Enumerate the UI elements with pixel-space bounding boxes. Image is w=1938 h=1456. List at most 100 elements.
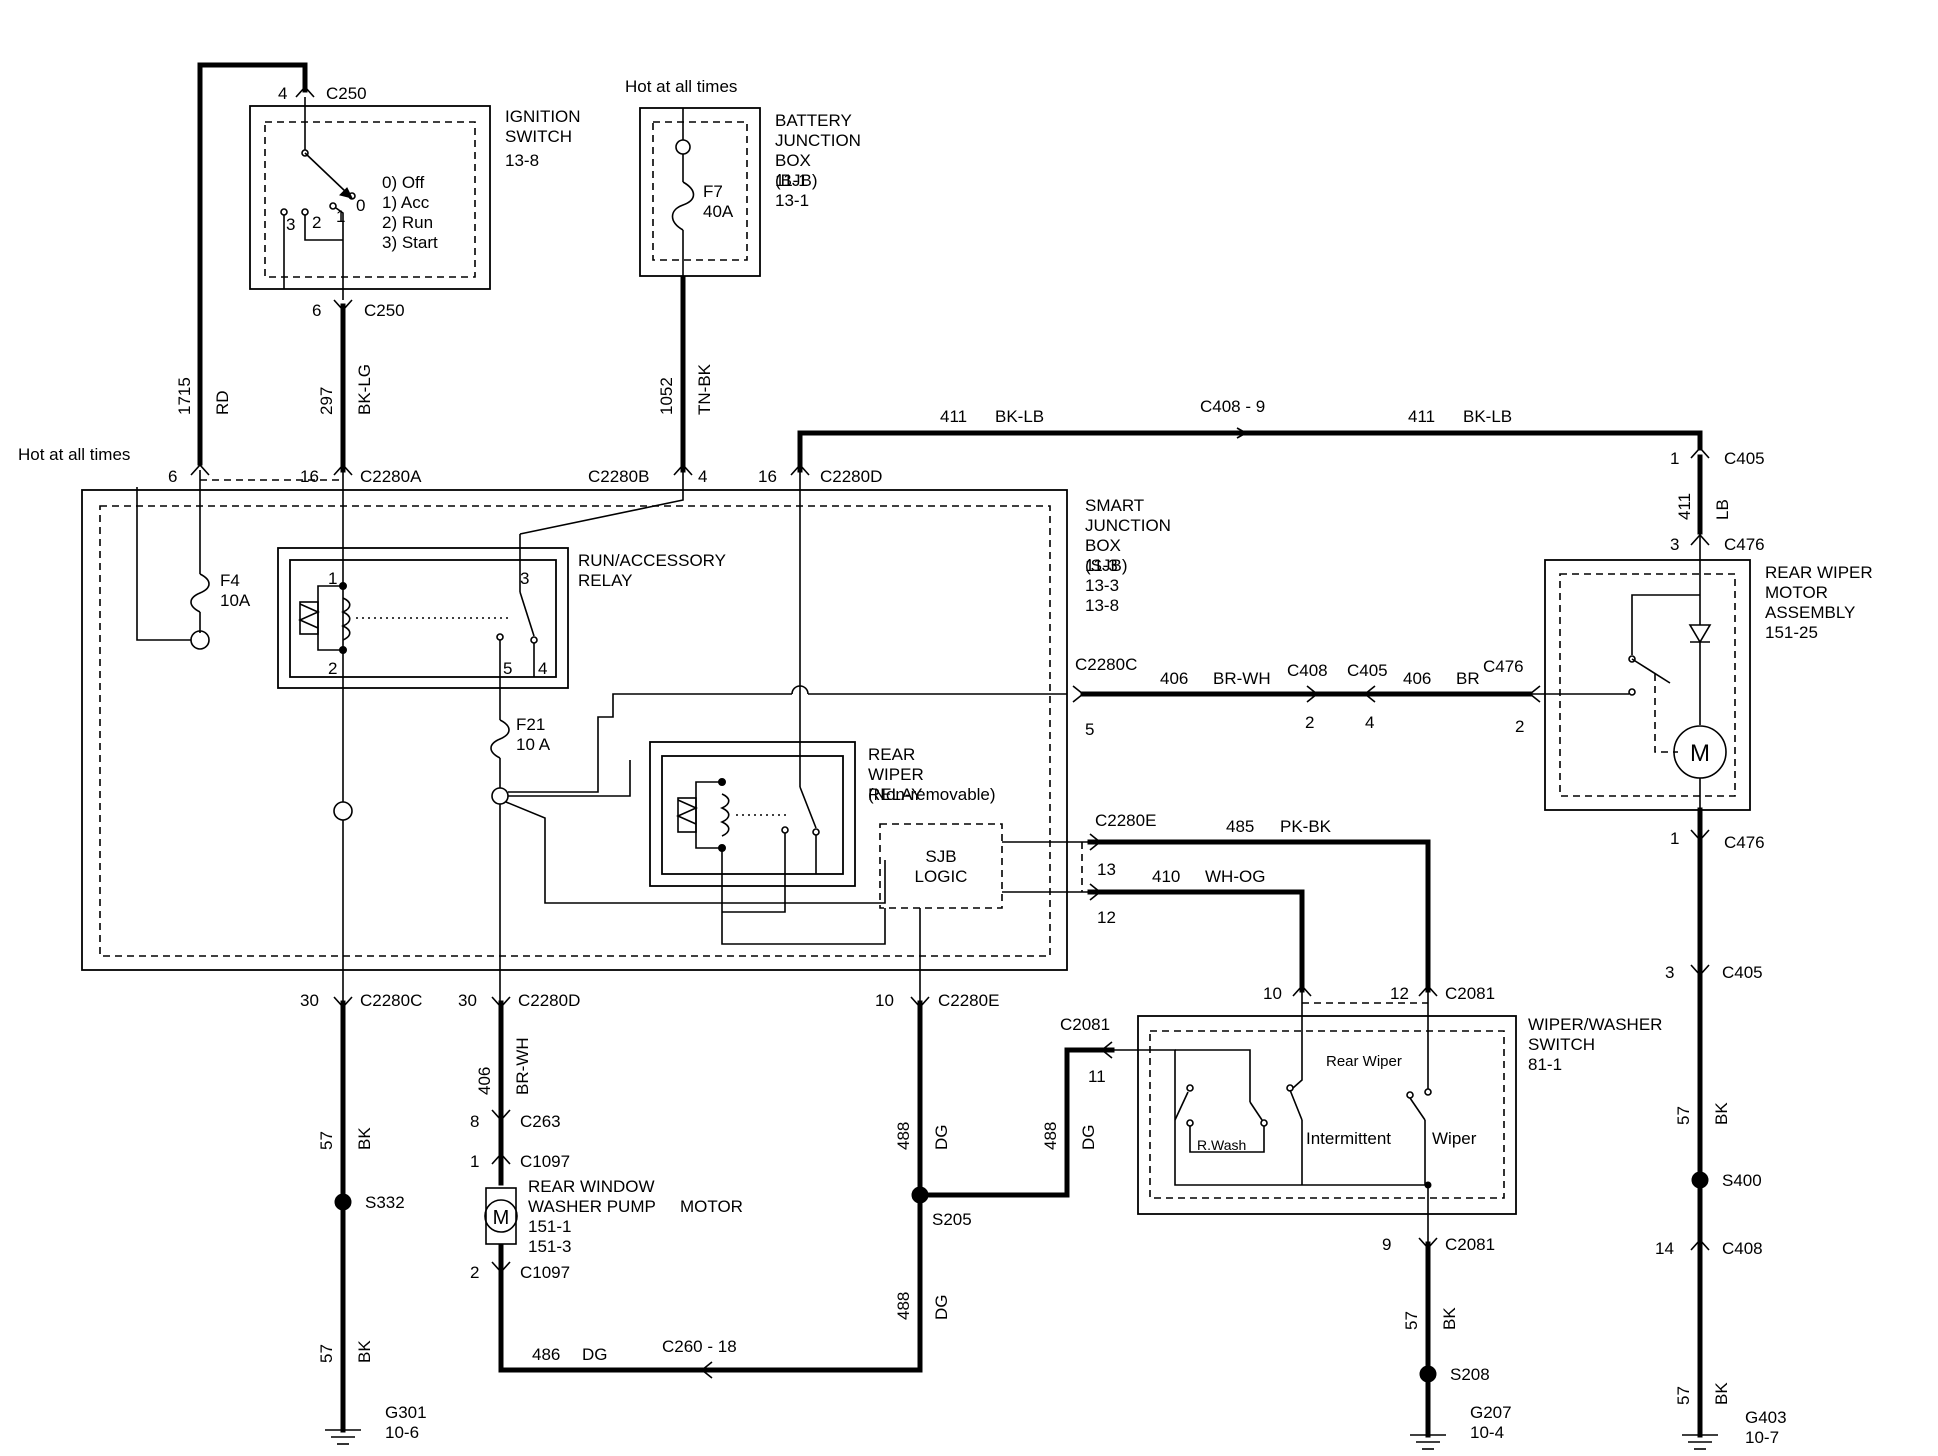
- wire-411-lb-number: 411: [1675, 493, 1694, 520]
- ignition-position-off: 0) Off: [382, 173, 424, 192]
- c1097-bottom-pin: 2: [470, 1263, 479, 1282]
- ground-g403: G403: [1745, 1408, 1787, 1427]
- sjb-ref-1: 11-3: [1085, 556, 1118, 575]
- wire-488a-color: DG: [932, 1125, 951, 1151]
- ground-g403-ref: 10-7: [1745, 1428, 1779, 1447]
- c405-bottom-label: C405: [1722, 963, 1763, 982]
- f4-fuse-id: F4: [220, 571, 240, 590]
- wire-57e-number: 57: [1674, 1386, 1693, 1405]
- washer-pump-symbol: M: [493, 1207, 510, 1229]
- washer-pump-extra: MOTOR: [680, 1197, 743, 1216]
- bjb-ref-2: 13-1: [775, 191, 809, 210]
- grounds: [325, 1429, 1718, 1450]
- c2280e-pin-12: 12: [1097, 908, 1116, 927]
- c476-bottom-label: C476: [1724, 833, 1765, 852]
- c2280a-label: C2280A: [360, 467, 422, 486]
- washer-pump-motor: M: [484, 1187, 518, 1245]
- washer-pump-ref-1: 151-1: [528, 1217, 571, 1236]
- wire-485-number: 485: [1226, 817, 1254, 836]
- wire-57d-number: 57: [1674, 1106, 1693, 1125]
- c2280d-bottom-pin: 30: [458, 991, 477, 1010]
- wire-488a-number: 488: [894, 1122, 913, 1150]
- wire-57a-color: BK: [355, 1127, 374, 1150]
- wire-57a-number: 57: [317, 1131, 336, 1150]
- run-relay-pin-2: 2: [328, 659, 337, 678]
- wiper-switch-intermittent: Intermittent: [1306, 1129, 1391, 1148]
- c250-bottom-label: C250: [364, 301, 405, 320]
- c2280c-right-pin: 5: [1085, 720, 1094, 739]
- wire-57c-number: 57: [1402, 1311, 1421, 1330]
- c2280d-top-label: C2280D: [820, 467, 882, 486]
- c263-label: C263: [520, 1112, 561, 1131]
- c408-mid-label: C408: [1287, 661, 1328, 680]
- wire-406-pump-number: 406: [475, 1067, 494, 1095]
- c263-pin: 8: [470, 1112, 479, 1131]
- wire-406-pump-color: BR-WH: [513, 1037, 532, 1095]
- c2280b-pin: 4: [698, 467, 707, 486]
- wire-57b-color: BK: [355, 1340, 374, 1363]
- bjb-ref-1: 11-1: [775, 171, 808, 190]
- ignition-pos-2: 2: [312, 213, 321, 232]
- wire-1715-color: RD: [213, 390, 232, 415]
- c1097-bottom-label: C1097: [520, 1263, 570, 1282]
- c405-top-label: C405: [1724, 449, 1765, 468]
- wiper-washer-switch: Rear Wiper R.Wash Intermittent Wiper: [1112, 990, 1517, 1244]
- c250-top-pin: 4: [278, 84, 287, 103]
- ignition-pos-1: 1: [336, 207, 345, 226]
- ignition-switch-ref: 13-8: [505, 151, 539, 170]
- wire-410-number: 410: [1152, 867, 1180, 886]
- wire-57b-number: 57: [317, 1344, 336, 1363]
- rear-wiper-motor-assembly: M: [1530, 532, 1751, 811]
- c2280e-bottom-pin: 10: [875, 991, 894, 1010]
- wire-1715: [197, 62, 308, 466]
- wire-410: [1087, 889, 1305, 993]
- c2081-left-label: C2081: [1060, 1015, 1110, 1034]
- c476-top-pin: 3: [1670, 535, 1679, 554]
- sjb-ref-2: 13-3: [1085, 576, 1119, 595]
- ground-g301-ref: 10-6: [385, 1423, 419, 1442]
- wire-411-lb-color: LB: [1713, 499, 1732, 520]
- c2081-left-pin: 11: [1088, 1067, 1106, 1086]
- c2280a-pin-16: 16: [300, 467, 319, 486]
- wire-406b-number: 406: [1403, 669, 1431, 688]
- c405-bottom-pin: 3: [1665, 963, 1674, 982]
- wiper-switch-ref: 81-1: [1528, 1055, 1562, 1074]
- wire-411a-color: BK-LB: [995, 407, 1044, 426]
- wiper-switch-rwash: R.Wash: [1197, 1137, 1246, 1153]
- c2280b-label: C2280B: [588, 467, 649, 486]
- c476-bottom-pin: 1: [1670, 829, 1679, 848]
- connector-arrows: [190, 85, 1710, 1379]
- ignition-position-acc: 1) Acc: [382, 193, 430, 212]
- ground-g301: G301: [385, 1403, 427, 1422]
- c250-top-label: C250: [326, 84, 367, 103]
- wire-410-color: WH-OG: [1205, 867, 1265, 886]
- battery-junction-box: F7 40A: [639, 107, 761, 278]
- c260-label: C260 - 18: [662, 1337, 737, 1356]
- rear-relay-note: (Non-removable): [868, 785, 996, 804]
- f4-fuse-rating: 10A: [220, 591, 251, 610]
- wire-411a-number: 411: [940, 407, 967, 426]
- splices: [334, 1171, 1709, 1383]
- wire-297-color: BK-LG: [355, 364, 374, 415]
- rear-wiper-motor-ref: 151-25: [1765, 623, 1818, 642]
- sjb-ref-3: 13-8: [1085, 596, 1119, 615]
- c408-inline-label: C408 - 9: [1200, 397, 1265, 416]
- c2280a-pin-6: 6: [168, 467, 177, 486]
- c2280d-top-pin: 16: [758, 467, 777, 486]
- f21-fuse-rating: 10 A: [516, 735, 551, 754]
- run-relay-pin-4: 4: [538, 659, 547, 678]
- c2081-top-label: C2081: [1445, 984, 1495, 1003]
- wire-1052-number: 1052: [657, 377, 676, 415]
- c408-bottom-pin: 14: [1655, 1239, 1674, 1258]
- c2081-bottom-pin: 9: [1382, 1235, 1391, 1254]
- wire-486-color: DG: [582, 1345, 608, 1364]
- f7-fuse-rating: 40A: [703, 202, 734, 221]
- wire-486-number: 486: [532, 1345, 560, 1364]
- c476-mid-label: C476: [1483, 657, 1524, 676]
